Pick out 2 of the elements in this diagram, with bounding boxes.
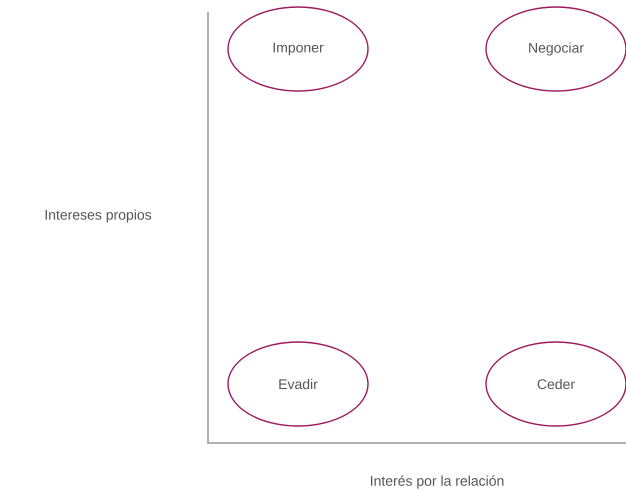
axis-label: Interés por la relación — [370, 475, 504, 489]
axis-label: Intereses propios — [46, 209, 152, 223]
